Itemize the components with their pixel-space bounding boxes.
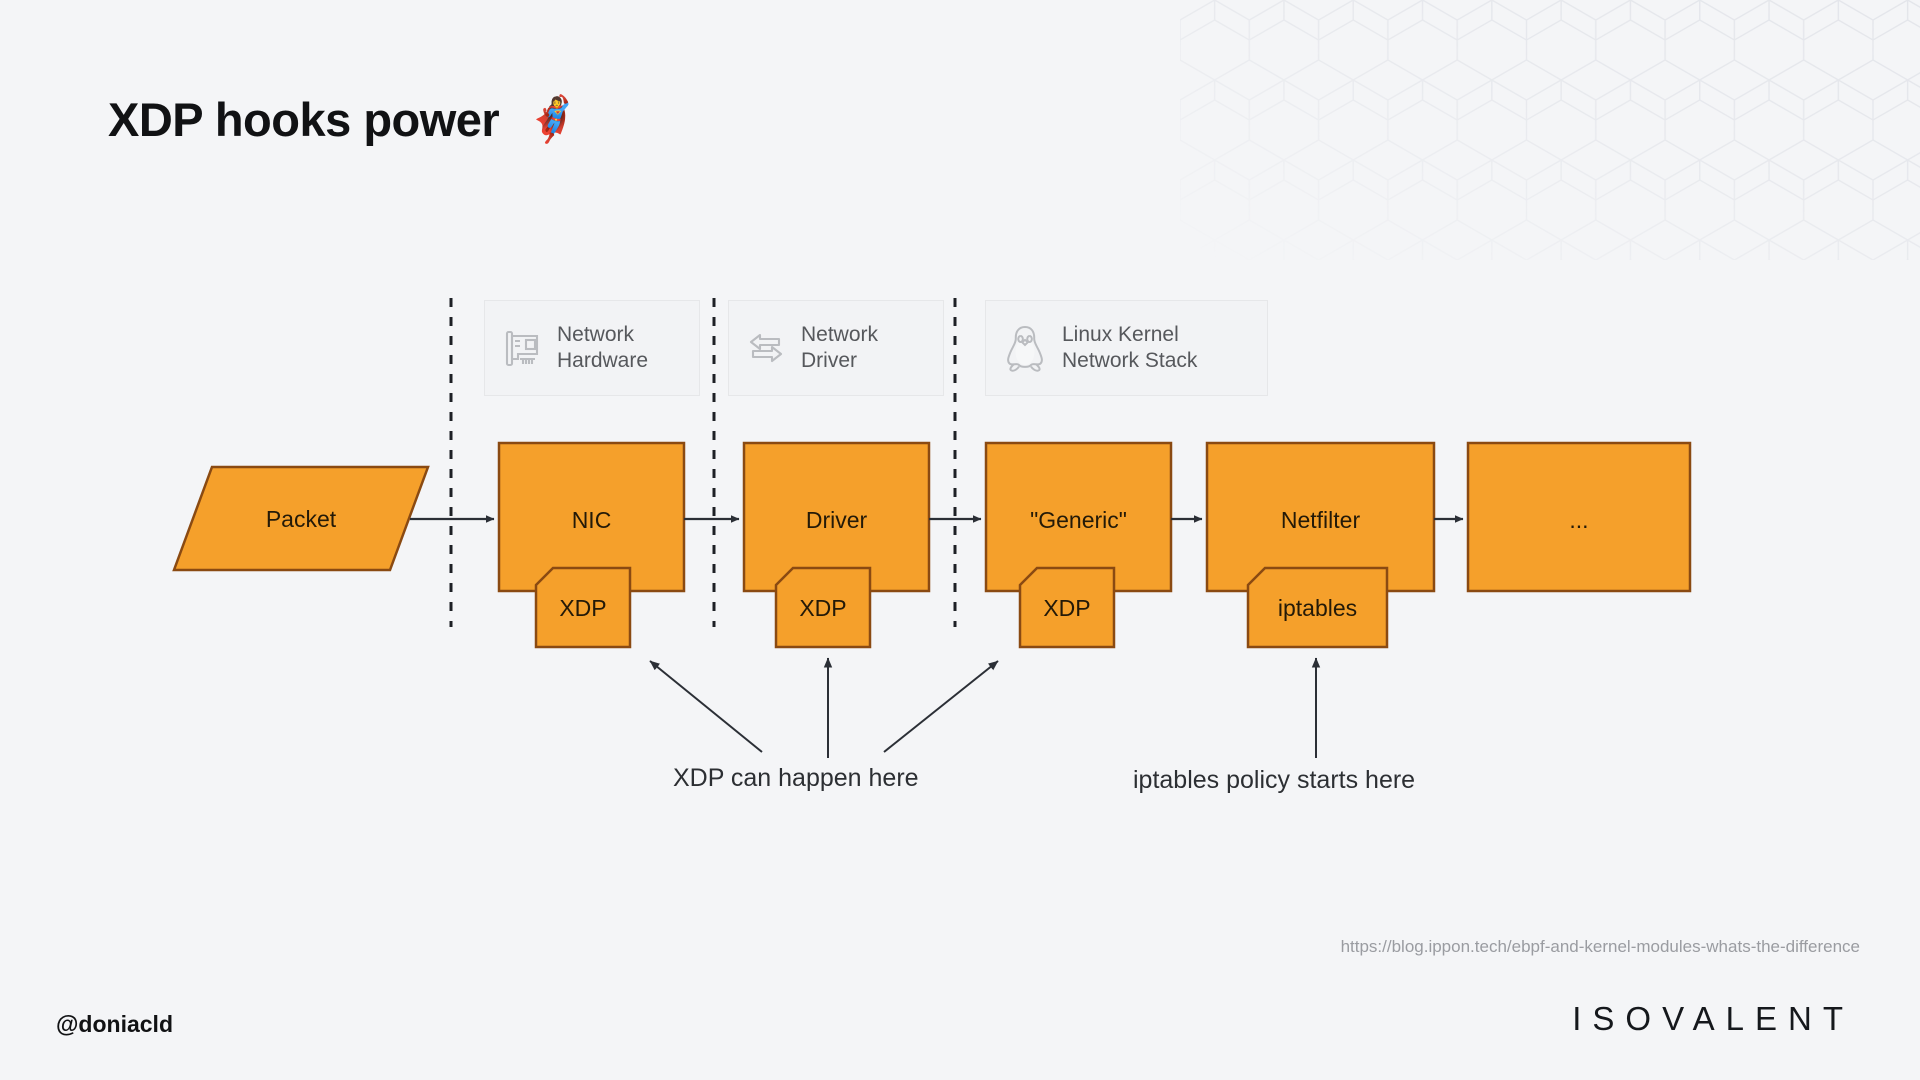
stage-label-netfilter: Netfilter [1280,507,1361,533]
hook-label-iptables: iptables [1277,595,1358,621]
source-url[interactable]: https://blog.ippon.tech/ebpf-and-kernel-… [1340,937,1860,956]
author-handle: @doniacld [56,1011,173,1037]
header-box-network-hardware: Network Hardware [484,300,700,396]
stage-label-ellipsis: ... [1569,507,1589,533]
hook-label-driver: XDP [799,595,847,621]
annotation-xdp-can-happen-here: XDP can happen here [673,764,919,792]
header-label-network-driver: Network Driver [801,323,879,372]
annotation-iptables-policy-starts-here: iptables policy starts here [1133,766,1416,794]
nic-card-icon [505,330,539,367]
stage-label-nic: NIC [571,507,612,533]
stage-label-driver: Driver [805,507,868,533]
header-box-linux-kernel-network-stack: Linux Kernel Network Stack [985,300,1268,396]
stage-label-generic: "Generic" [1030,507,1127,533]
header-box-network-driver: Network Driver [728,300,944,396]
title-row: XDP hooks power 🦸‍♀️ [108,92,580,147]
isovalent-logo: ISOVALENT [1572,1000,1854,1037]
page-title: XDP hooks power [108,93,500,146]
header-label-network-hardware: Network Hardware [557,323,649,372]
packet-label: Packet [265,506,337,532]
hook-label-generic: XDP [1043,595,1091,621]
superhero-icon: 🦸‍♀️ [525,94,581,144]
hook-label-nic: XDP [559,595,607,621]
tux-penguin-icon [1007,325,1043,372]
header-label-linux-kernel: Linux Kernel Network Stack [1062,323,1198,372]
bidirectional-arrows-icon [749,333,783,363]
